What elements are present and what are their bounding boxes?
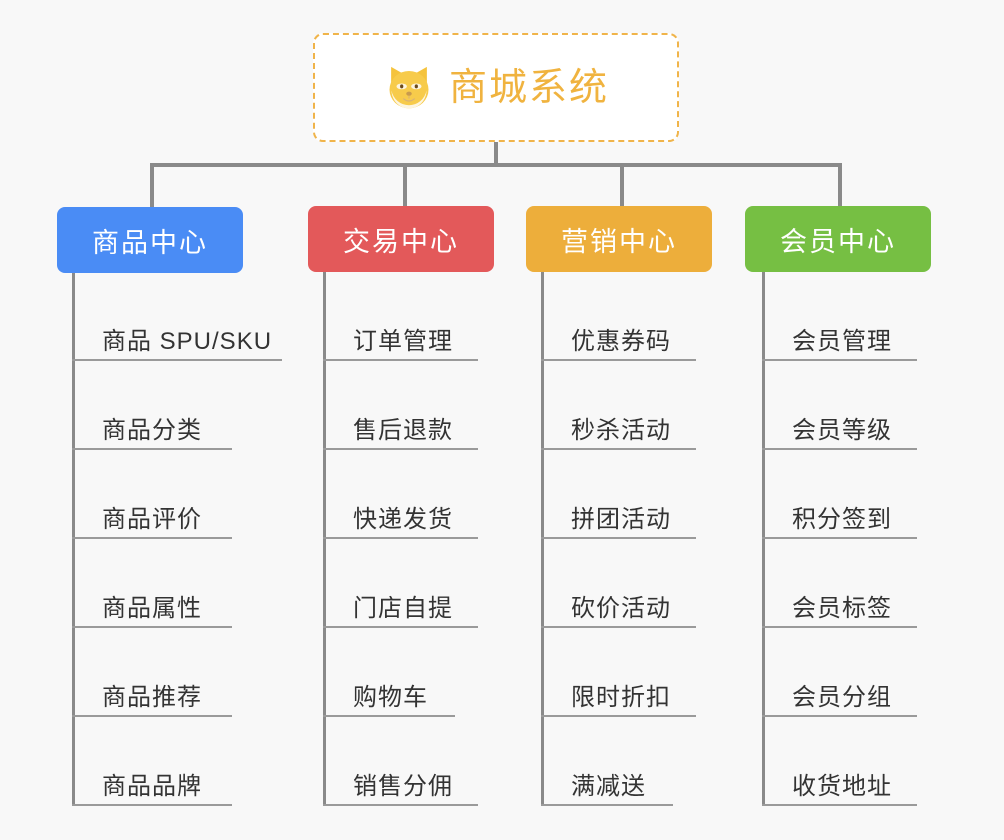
shiba-dog-face-icon — [389, 66, 429, 110]
category-box-1[interactable]: 商品中心 — [57, 207, 243, 273]
connector-drop-2 — [403, 163, 407, 209]
leaf-label: 商品 SPU/SKU — [102, 327, 273, 355]
leaf-item[interactable]: 商品推荐 — [72, 628, 232, 717]
branch-spine-1 — [72, 272, 75, 806]
leaf-label: 销售分佣 — [353, 772, 453, 800]
leaf-label: 会员等级 — [792, 416, 892, 444]
branch-column-3: 优惠券码 秒杀活动 拼团活动 砍价活动 限时折扣 满减送 — [541, 272, 696, 806]
category-box-2[interactable]: 交易中心 — [308, 206, 494, 272]
category-label-2: 交易中心 — [343, 226, 459, 257]
leaf-item[interactable]: 积分签到 — [762, 450, 917, 539]
root-node-mall-system[interactable]: 商城系统 — [313, 33, 679, 142]
connector-drop-3 — [620, 163, 624, 209]
category-label-1: 商品中心 — [92, 227, 208, 258]
leaf-item[interactable]: 商品品牌 — [72, 717, 232, 806]
leaf-item[interactable]: 限时折扣 — [541, 628, 696, 717]
leaf-label: 订单管理 — [353, 327, 453, 355]
connector-root-stem — [494, 142, 498, 167]
leaf-item[interactable]: 拼团活动 — [541, 450, 696, 539]
leaf-label: 砍价活动 — [571, 594, 671, 622]
leaf-item[interactable]: 满减送 — [541, 717, 673, 806]
leaf-item[interactable]: 门店自提 — [323, 539, 478, 628]
leaf-item[interactable]: 秒杀活动 — [541, 361, 696, 450]
leaf-item[interactable]: 商品属性 — [72, 539, 232, 628]
leaf-label: 商品品牌 — [102, 772, 202, 800]
leaf-label: 商品属性 — [102, 594, 202, 622]
connector-drop-4 — [838, 163, 842, 209]
connector-drop-1 — [150, 163, 154, 209]
leaf-item[interactable]: 快递发货 — [323, 450, 478, 539]
branch-spine-4 — [762, 272, 765, 806]
leaf-label: 优惠券码 — [571, 327, 671, 355]
branch-spine-2 — [323, 272, 326, 806]
leaf-item[interactable]: 会员标签 — [762, 539, 917, 628]
leaf-label: 快递发货 — [353, 505, 453, 533]
leaf-label: 拼团活动 — [571, 505, 671, 533]
category-box-4[interactable]: 会员中心 — [745, 206, 931, 272]
leaf-label: 限时折扣 — [571, 683, 671, 711]
leaf-item[interactable]: 商品评价 — [72, 450, 232, 539]
category-box-3[interactable]: 营销中心 — [526, 206, 712, 272]
category-label-4: 会员中心 — [780, 226, 896, 257]
leaf-label: 会员管理 — [792, 327, 892, 355]
leaf-item[interactable]: 商品分类 — [72, 361, 232, 450]
connector-trunk-bar — [150, 163, 842, 167]
leaf-item[interactable]: 收货地址 — [762, 717, 917, 806]
branch-column-4: 会员管理 会员等级 积分签到 会员标签 会员分组 收货地址 — [762, 272, 917, 806]
leaf-item[interactable]: 商品 SPU/SKU — [72, 272, 282, 361]
leaf-label: 会员分组 — [792, 683, 892, 711]
leaf-label: 购物车 — [353, 683, 428, 711]
leaf-item[interactable]: 售后退款 — [323, 361, 478, 450]
leaf-label: 门店自提 — [353, 594, 453, 622]
leaf-label: 积分签到 — [792, 505, 892, 533]
leaf-item[interactable]: 会员管理 — [762, 272, 917, 361]
root-node-title: 商城系统 — [448, 66, 609, 109]
leaf-label: 秒杀活动 — [571, 416, 671, 444]
leaf-item[interactable]: 会员等级 — [762, 361, 917, 450]
leaf-item[interactable]: 会员分组 — [762, 628, 917, 717]
category-label-3: 营销中心 — [561, 226, 677, 257]
leaf-label: 商品分类 — [102, 416, 202, 444]
leaf-label: 商品推荐 — [102, 683, 202, 711]
leaf-item[interactable]: 订单管理 — [323, 272, 478, 361]
leaf-item[interactable]: 销售分佣 — [323, 717, 478, 806]
leaf-label: 满减送 — [571, 772, 646, 800]
branch-spine-3 — [541, 272, 544, 806]
leaf-label: 商品评价 — [102, 505, 202, 533]
leaf-item[interactable]: 优惠券码 — [541, 272, 696, 361]
leaf-label: 收货地址 — [792, 772, 892, 800]
leaf-label: 会员标签 — [792, 594, 892, 622]
branch-column-1: 商品 SPU/SKU 商品分类 商品评价 商品属性 商品推荐 商品品牌 — [72, 272, 282, 806]
leaf-item[interactable]: 购物车 — [323, 628, 455, 717]
leaf-label: 售后退款 — [353, 416, 453, 444]
branch-column-2: 订单管理 售后退款 快递发货 门店自提 购物车 销售分佣 — [323, 272, 478, 806]
leaf-item[interactable]: 砍价活动 — [541, 539, 696, 628]
